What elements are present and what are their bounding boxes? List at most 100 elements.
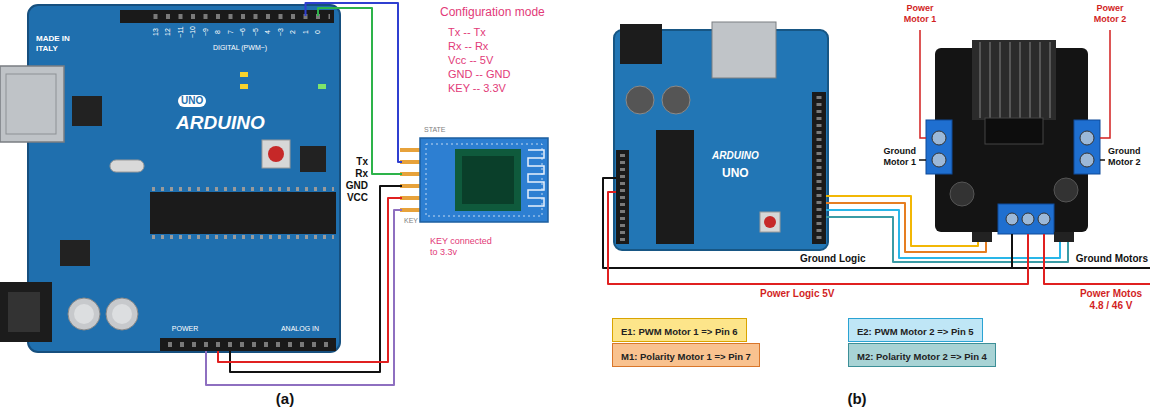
arduino-board — [152, 187, 334, 191]
pin-number: 13 — [151, 28, 159, 36]
bluetooth-module — [400, 184, 422, 188]
arduino-board — [154, 14, 331, 19]
legend-text: E2: PWM Motor 2 => Pin 5 — [857, 326, 974, 337]
motor-driver — [1074, 120, 1100, 174]
motor-driver — [932, 131, 946, 145]
wire-label: Tx — [356, 156, 368, 168]
terminal-label: Power Motor 2 — [1087, 3, 1133, 25]
arduino-board — [614, 22, 828, 250]
motor-driver — [972, 40, 1056, 120]
bluetooth-module — [420, 138, 548, 222]
arduino-board — [106, 298, 138, 330]
motor-driver — [972, 232, 992, 242]
leader-line — [919, 30, 1110, 160]
bluetooth-module — [400, 172, 422, 176]
arduino-board — [0, 5, 340, 352]
arduino-board — [120, 10, 334, 23]
motor-driver — [989, 42, 991, 118]
legend-text: E1: PWM Motor 1 => Pin 6 — [621, 326, 738, 337]
arduino-board — [6, 74, 56, 134]
terminal-label: Ground Motor 2 — [1108, 146, 1148, 168]
bluetooth-module — [528, 150, 544, 206]
pin-number: ~10 — [189, 26, 197, 38]
motor-driver — [926, 40, 1100, 242]
note: KEY connected to 3.3v — [430, 236, 500, 258]
arduino-board — [0, 66, 64, 142]
motor-driver — [932, 153, 946, 167]
wire-label: Rx — [355, 168, 368, 180]
wire — [306, 3, 403, 162]
motor-driver — [998, 204, 1054, 234]
bluetooth-module — [426, 144, 542, 216]
pin-number: 4 — [264, 30, 272, 34]
pin-number: ~9 — [201, 28, 209, 36]
panel-label: (b) — [847, 390, 866, 408]
arduino-board — [160, 338, 336, 351]
legend-text: M2: Polarity Motor 2 => Pin 4 — [857, 351, 987, 362]
bluetooth-module — [455, 149, 521, 211]
note-title: Configuration mode — [440, 5, 545, 19]
leader-line — [1100, 30, 1110, 138]
arduino-board — [656, 130, 694, 244]
wire — [608, 192, 1028, 284]
wire — [206, 210, 402, 385]
leader-line — [920, 30, 926, 138]
arduino-board — [262, 140, 290, 168]
wire — [218, 198, 402, 362]
header-title: POWER — [172, 325, 198, 333]
arduino-board — [318, 84, 326, 89]
pin-number: 8 — [214, 30, 222, 34]
pin-mapping: GND -- GND — [448, 68, 510, 81]
wire — [230, 186, 402, 372]
arduino-board — [616, 150, 629, 244]
arduino-board — [240, 84, 248, 89]
pin-mapping: KEY -- 3.3V — [448, 82, 506, 95]
pin-number: 7 — [226, 30, 234, 34]
arduino-board — [662, 86, 690, 114]
wire — [318, 8, 402, 174]
arduino-board — [72, 96, 102, 126]
wire — [603, 178, 1150, 284]
pin-mapping: Vcc -- 5V — [448, 54, 493, 67]
arduino-board — [60, 240, 90, 266]
header-title: DIGITAL (PWM~) — [213, 44, 267, 52]
arduino-board — [150, 192, 336, 234]
pin-name: STATE — [424, 126, 446, 134]
arduino-board — [28, 5, 340, 352]
leader-line — [919, 159, 926, 161]
pin-number: ~6 — [239, 28, 247, 36]
board-logo: ARDUINO — [176, 112, 265, 135]
legend-text: M1: Polarity Motor 1 => Pin 7 — [621, 351, 751, 362]
pin-mapping: Rx -- Rx — [448, 40, 488, 53]
board-print: MADE IN ITALY — [36, 34, 80, 53]
arduino-board — [110, 160, 144, 172]
pin-number: ~3 — [276, 28, 284, 36]
motor-driver — [985, 118, 1043, 144]
leader-line — [1100, 159, 1105, 161]
terminal-label: Ground Motor 1 — [870, 146, 916, 168]
motor-driver — [1080, 131, 1094, 145]
motor-driver — [1009, 42, 1011, 118]
bluetooth-module — [400, 138, 548, 222]
header-title: ANALOG IN — [281, 325, 319, 333]
arduino-board — [74, 304, 94, 324]
wire — [1044, 234, 1150, 284]
arduino-board — [764, 216, 776, 228]
arduino-board — [812, 92, 826, 244]
board-logo: UNO — [178, 95, 206, 107]
wire-label: Ground Logic — [800, 253, 866, 265]
arduino-board — [817, 96, 822, 242]
motor-driver — [1019, 42, 1021, 118]
panel-label: (a) — [276, 390, 294, 408]
bluetooth-module — [400, 160, 422, 164]
legend-swatch: E1: PWM Motor 1 => Pin 6 — [612, 318, 747, 342]
arduino-board — [68, 298, 100, 330]
arduino-board — [300, 146, 326, 172]
arduino-board — [240, 72, 248, 77]
motor-driver — [1054, 232, 1074, 242]
bluetooth-module — [400, 208, 422, 212]
arduino-board — [626, 86, 654, 114]
wire — [206, 3, 402, 385]
wire-label: GND — [346, 180, 368, 192]
pin-number: 2 — [289, 30, 297, 34]
